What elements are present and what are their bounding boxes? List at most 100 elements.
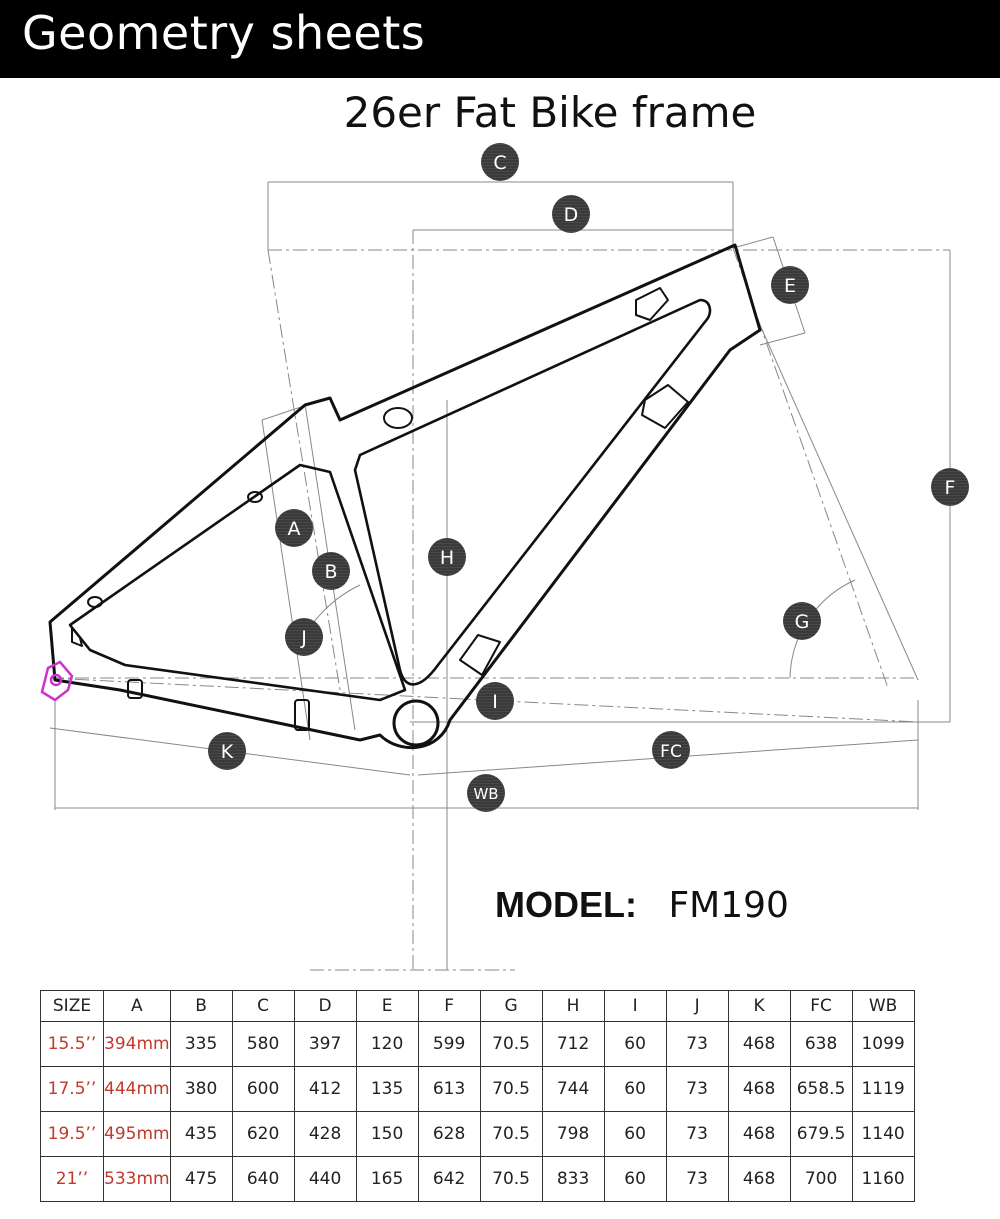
column-header: B: [169, 990, 233, 1022]
table-cell: 833: [541, 1156, 605, 1202]
column-header: SIZE: [40, 990, 104, 1022]
svg-text:FC: FC: [660, 742, 682, 762]
table-cell: 70.5: [479, 1111, 543, 1157]
table-cell: 658.5: [789, 1066, 853, 1112]
marker-a: A: [275, 509, 313, 547]
table-cell: 1140: [851, 1111, 915, 1157]
header-bar: Geometry sheets: [0, 0, 1000, 78]
column-header: G: [479, 990, 543, 1022]
table-cell: 135: [355, 1066, 419, 1112]
table-cell: 628: [417, 1111, 481, 1157]
column-header: D: [293, 990, 357, 1022]
table-cell: 73: [665, 1021, 729, 1067]
model-value: FM190: [668, 885, 789, 926]
marker-g: G: [783, 602, 821, 640]
table-cell: 380: [169, 1066, 233, 1112]
table-cell: 468: [727, 1066, 791, 1112]
table-cell: 335: [169, 1021, 233, 1067]
svg-text:K: K: [221, 741, 234, 763]
table-cell: 150: [355, 1111, 419, 1157]
table-cell: 712: [541, 1021, 605, 1067]
table-cell: 475: [169, 1156, 233, 1202]
table-cell: 60: [603, 1066, 667, 1112]
table-cell: 1119: [851, 1066, 915, 1112]
table-cell: 679.5: [789, 1111, 853, 1157]
table-cell: 600: [231, 1066, 295, 1112]
table-cell: 397: [293, 1021, 357, 1067]
column-header: I: [603, 990, 667, 1022]
table-cell: 599: [417, 1021, 481, 1067]
table-cell: 640: [231, 1156, 295, 1202]
svg-text:WB: WB: [473, 785, 498, 803]
table-cell: 120: [355, 1021, 419, 1067]
bike-frame: [48, 243, 762, 749]
svg-text:A: A: [288, 518, 301, 540]
table-cell: 444mm: [103, 1066, 171, 1112]
svg-text:G: G: [795, 611, 810, 633]
table-cell: 495mm: [103, 1111, 171, 1157]
marker-k: K: [208, 732, 246, 770]
size-cell: 21’’: [40, 1156, 104, 1202]
marker-b: B: [312, 552, 350, 590]
table-cell: 620: [231, 1111, 295, 1157]
table-cell: 468: [727, 1156, 791, 1202]
svg-text:H: H: [440, 547, 454, 569]
column-header: F: [417, 990, 481, 1022]
table-cell: 428: [293, 1111, 357, 1157]
table-row: 19.5’’ 495mm 435 620 428 150 628 70.5 79…: [40, 1111, 915, 1157]
table-cell: 165: [355, 1156, 419, 1202]
size-cell: 19.5’’: [40, 1111, 104, 1157]
page-title: Geometry sheets: [22, 6, 426, 60]
table-cell: 580: [231, 1021, 295, 1067]
frame-geometry-diagram: C D E F A B H J G I K FC WB: [40, 143, 969, 971]
table-cell: 435: [169, 1111, 233, 1157]
svg-text:F: F: [945, 477, 956, 499]
table-cell: 533mm: [103, 1156, 171, 1202]
svg-text:I: I: [492, 691, 498, 713]
diagram-title: 26er Fat Bike frame: [343, 88, 757, 137]
table-cell: 1160: [851, 1156, 915, 1202]
model-line: MODEL: FM190: [495, 884, 789, 926]
column-header: K: [727, 990, 791, 1022]
table-cell: 73: [665, 1111, 729, 1157]
table-cell: 613: [417, 1066, 481, 1112]
table-cell: 798: [541, 1111, 605, 1157]
svg-text:E: E: [784, 275, 796, 297]
marker-d: D: [552, 195, 590, 233]
column-header: J: [665, 990, 729, 1022]
table-cell: 394mm: [103, 1021, 171, 1067]
table-cell: 70.5: [479, 1156, 543, 1202]
table-cell: 1099: [851, 1021, 915, 1067]
table-cell: 642: [417, 1156, 481, 1202]
table-cell: 468: [727, 1111, 791, 1157]
dimension-markers: C D E F A B H J G I K FC WB: [208, 143, 969, 812]
table-row: 17.5’’ 444mm 380 600 412 135 613 70.5 74…: [40, 1066, 915, 1112]
marker-i: I: [476, 682, 514, 720]
table-cell: 70.5: [479, 1066, 543, 1112]
column-header: C: [231, 990, 295, 1022]
svg-text:J: J: [300, 627, 307, 649]
marker-fc: FC: [652, 731, 690, 769]
table-cell: 638: [789, 1021, 853, 1067]
table-cell: 73: [665, 1066, 729, 1112]
table-header-row: SIZE A B C D E F G H I J K FC WB: [40, 990, 915, 1022]
table-cell: 440: [293, 1156, 357, 1202]
table-cell: 468: [727, 1021, 791, 1067]
table-cell: 412: [293, 1066, 357, 1112]
geometry-table: SIZE A B C D E F G H I J K FC WB 15.5’’ …: [40, 990, 915, 1202]
size-cell: 15.5’’: [40, 1021, 104, 1067]
table-cell: 70.5: [479, 1021, 543, 1067]
derailleur-hanger: [40, 660, 74, 702]
column-header: E: [355, 990, 419, 1022]
marker-wb: WB: [467, 774, 505, 812]
svg-text:C: C: [493, 152, 506, 174]
model-label: MODEL:: [495, 884, 637, 925]
marker-c: C: [481, 143, 519, 181]
table-row: 21’’ 533mm 475 640 440 165 642 70.5 833 …: [40, 1156, 915, 1202]
table-cell: 60: [603, 1156, 667, 1202]
size-cell: 17.5’’: [40, 1066, 104, 1112]
table-cell: 73: [665, 1156, 729, 1202]
svg-text:B: B: [324, 561, 337, 583]
marker-e: E: [771, 266, 809, 304]
marker-f: F: [931, 468, 969, 506]
